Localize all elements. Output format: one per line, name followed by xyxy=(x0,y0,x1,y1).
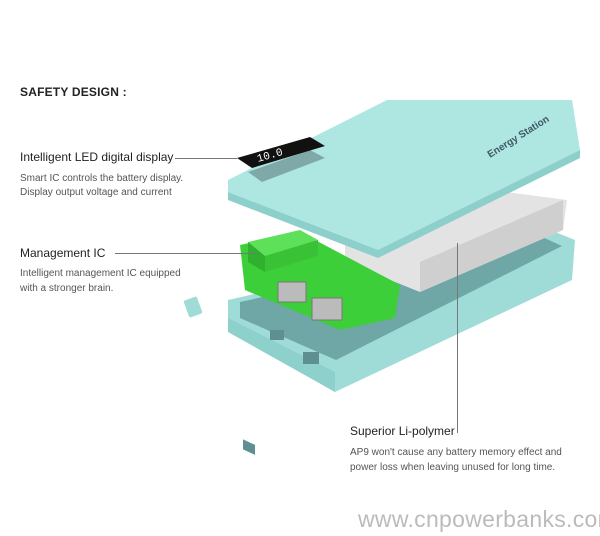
watermark: www.cnpowerbanks.com xyxy=(358,506,600,532)
feature-heading-li-polymer: Superior Li-polymer xyxy=(350,424,455,438)
feature-text: power loss when leaving unused for long … xyxy=(350,462,556,473)
top-lid xyxy=(228,100,580,258)
feature-text: Display output voltage and current xyxy=(20,187,172,198)
feature-text: Smart IC controls the battery display. xyxy=(20,173,184,184)
detached-button xyxy=(183,296,203,318)
feature-text: Intelligent management IC equipped xyxy=(20,268,181,279)
feature-text: with a stronger brain. xyxy=(20,283,114,294)
base-tray xyxy=(228,228,575,455)
feature-text: AP9 won't cause any battery memory effec… xyxy=(350,447,562,458)
feature-heading-led: Intelligent LED digital display xyxy=(20,150,174,164)
callout-line-led xyxy=(175,158,237,159)
feature-heading-management-ic: Management IC xyxy=(20,246,106,260)
page-title: SAFETY DESIGN : xyxy=(20,85,127,99)
management-pcb xyxy=(240,230,400,330)
callout-line-ic xyxy=(115,253,258,254)
callout-line-battery xyxy=(457,243,458,433)
